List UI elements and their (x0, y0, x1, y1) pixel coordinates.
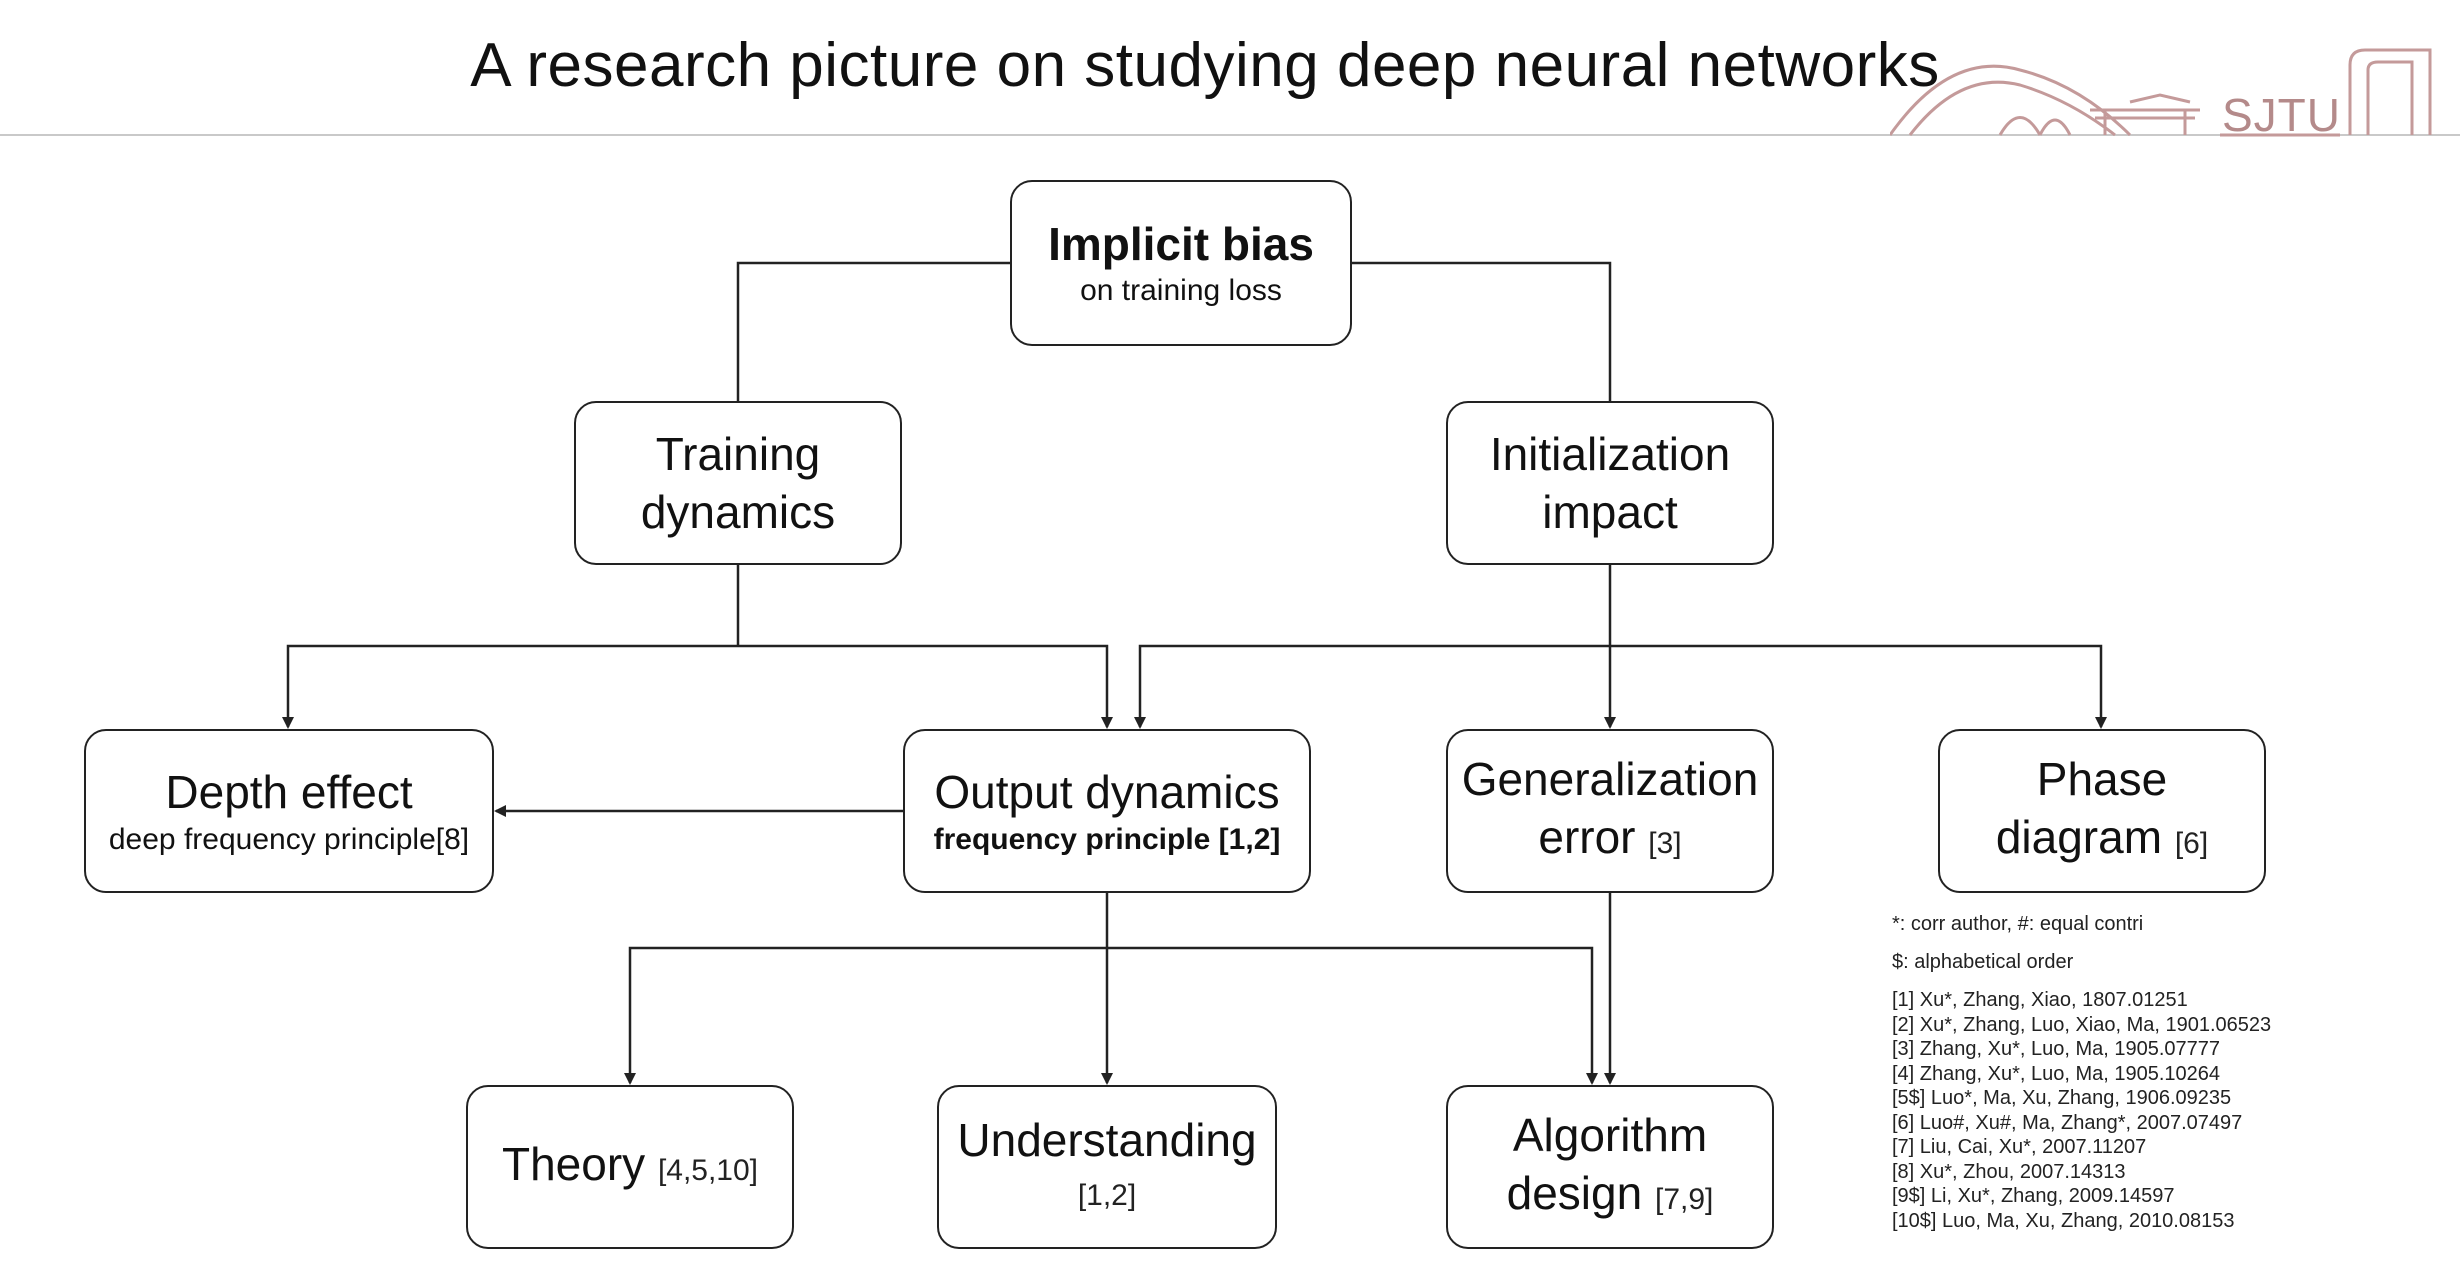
node-depth-effect: Depth effect deep frequency principle[8] (84, 729, 494, 893)
reference-item: [2] Xu*, Zhang, Luo, Xiao, Ma, 1901.0652… (1892, 1013, 2272, 1036)
page-title: A research picture on studying deep neur… (470, 31, 1940, 100)
legend-order: $: alphabetical order (1892, 951, 2074, 973)
reference-item: [6] Luo#, Xu#, Ma, Zhang*, 2007.07497 (1892, 1111, 2243, 1134)
edge-output-theory (624, 946, 1107, 1085)
depth-effect-subtitle: deep frequency principle[8] (108, 823, 470, 856)
output-dynamics-subtitle: frequency principle [1,2] (933, 823, 1281, 856)
theory-row: Theory [4,5,10] (502, 1135, 758, 1200)
phase-diagram-line2: diagram (1995, 810, 2163, 863)
generalization-error-line2-row: error [3] (1538, 808, 1681, 873)
edge-bias-training (736, 261, 1010, 401)
reference-notes: *: corr author, #: equal contri $: alpha… (1892, 912, 2312, 1233)
initialization-impact-line1: Initialization (1489, 428, 1731, 480)
algorithm-design-line2-row: design [7,9] (1507, 1164, 1714, 1229)
output-dynamics-title: Output dynamics (934, 766, 1280, 818)
reference-item: [3] Zhang, Xu*, Luo, Ma, 1905.07777 (1892, 1038, 2221, 1060)
edge-bias-initialization (1352, 261, 1612, 401)
node-output-dynamics: Output dynamics frequency principle [1,2… (903, 729, 1311, 893)
edge-init-output (1134, 644, 1610, 729)
node-initialization-impact: Initialization impact (1446, 401, 1774, 565)
edge-init-phase (1610, 644, 2107, 729)
understanding-title: Understanding (957, 1114, 1257, 1166)
header-divider (0, 134, 2460, 136)
node-algorithm-design: Algorithm design [7,9] (1446, 1085, 1774, 1249)
node-understanding: Understanding [1,2] (937, 1085, 1277, 1249)
node-phase-diagram: Phase diagram [6] (1938, 729, 2266, 893)
sjtu-logo-icon (1890, 48, 2432, 137)
generalization-error-line2: error (1538, 810, 1636, 863)
phase-diagram-ref: [6] (2174, 826, 2209, 860)
node-theory: Theory [4,5,10] (466, 1085, 794, 1249)
generalization-error-line1: Generalization (1461, 752, 1759, 805)
legend-authors: *: corr author, #: equal contri (1892, 913, 2144, 935)
reference-item: [4] Zhang, Xu*, Luo, Ma, 1905.10264 (1892, 1062, 2221, 1085)
algorithm-design-ref: [7,9] (1654, 1182, 1714, 1216)
reference-item: [5$] Luo*, Ma, Xu, Zhang, 1906.09235 (1892, 1087, 2232, 1109)
understanding-ref: [1,2] (1077, 1179, 1137, 1212)
training-dynamics-line1: Training (655, 428, 821, 480)
depth-effect-title: Depth effect (165, 766, 413, 818)
reference-item: [10$] Luo, Ma, Xu, Zhang, 2010.08153 (1892, 1209, 2235, 1232)
theory-ref: [4,5,10] (657, 1153, 759, 1187)
reference-item: [9$] Li, Xu*, Zhang, 2009.14597 (1892, 1185, 2175, 1207)
training-dynamics-line2: dynamics (640, 486, 836, 538)
implicit-bias-subtitle: on training loss (1080, 274, 1282, 307)
node-training-dynamics: Training dynamics (574, 401, 902, 565)
reference-item: [8] Xu*, Zhou, 2007.14313 (1892, 1160, 2126, 1183)
edge-training-depth (282, 644, 738, 729)
edge-training-output (738, 644, 1113, 729)
theory-title: Theory (501, 1137, 646, 1190)
algorithm-design-line1: Algorithm (1512, 1108, 1708, 1161)
initialization-impact-line2: impact (1542, 486, 1678, 538)
implicit-bias-title: Implicit bias (1048, 218, 1314, 270)
algorithm-design-line2: design (1506, 1166, 1643, 1219)
node-implicit-bias: Implicit bias on training loss (1010, 180, 1352, 346)
sjtu-logo-text: SJTU (2222, 89, 2341, 141)
node-generalization-error: Generalization error [3] (1446, 729, 1774, 893)
edge-output-algorithm (1107, 946, 1598, 1085)
reference-item: [1] Xu*, Zhang, Xiao, 1807.01251 (1892, 989, 2188, 1011)
generalization-error-ref: [3] (1648, 826, 1682, 860)
phase-diagram-line1: Phase (2036, 752, 2168, 805)
phase-diagram-line2-row: diagram [6] (1996, 808, 2208, 873)
reference-item: [7] Liu, Cai, Xu*, 2007.11207 (1892, 1136, 2147, 1158)
